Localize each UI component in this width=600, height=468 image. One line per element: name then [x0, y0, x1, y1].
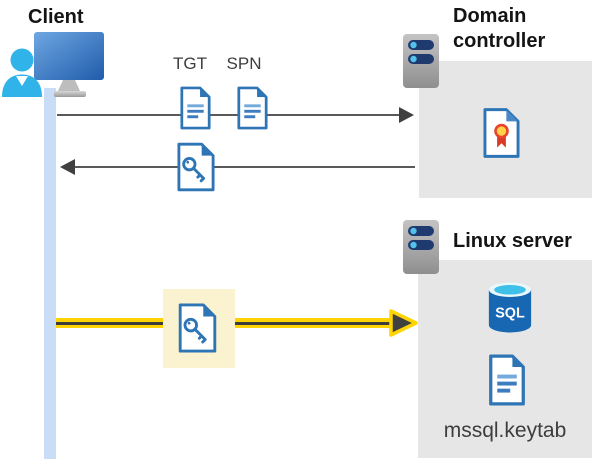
- domain-controller-server-icon: [403, 34, 439, 88]
- client-lifeline: [44, 88, 56, 459]
- auth-key-document-icon: [178, 303, 217, 353]
- linux-server-label: Linux server: [453, 230, 572, 252]
- auth-arrowhead-icon: [389, 309, 418, 337]
- tgt-document-icon: [180, 86, 211, 130]
- spn-document-icon: [237, 86, 268, 130]
- linux-server-icon: [403, 220, 439, 274]
- request-arrow: [57, 114, 401, 116]
- spn-label: SPN: [226, 54, 262, 73]
- keytab-document-icon: [489, 354, 525, 406]
- ticket-key-document-icon: [177, 142, 215, 192]
- tgt-label: TGT: [173, 54, 207, 73]
- request-arrowhead-icon: [399, 107, 414, 123]
- keytab-label: mssql.keytab: [443, 419, 567, 442]
- response-arrow: [73, 166, 415, 168]
- domain-controller-label: Domain controller: [453, 5, 546, 52]
- sql-database-icon: SQL: [488, 282, 532, 333]
- client-label: Client: [28, 6, 84, 28]
- certificate-document-icon: [483, 108, 520, 158]
- response-arrowhead-icon: [60, 159, 75, 175]
- client-computer-user-icon: [2, 32, 104, 97]
- sql-icon-label: SQL: [495, 306, 525, 322]
